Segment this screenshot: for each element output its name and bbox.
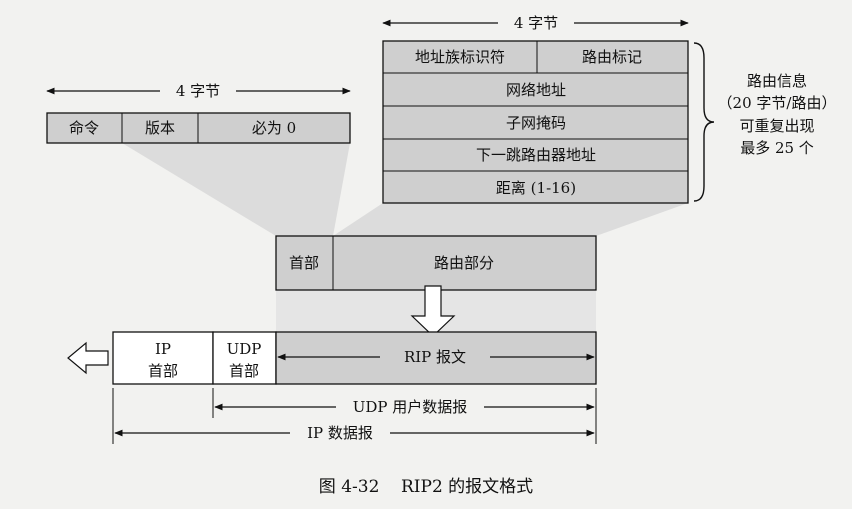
rip-message-label: RIP 报文 <box>404 348 466 366</box>
ip-datagram-block: IP 首部 UDP 首部 RIP 报文 <box>67 331 597 385</box>
span-indicators: UDP 用户数据报 IP 数据报 <box>112 388 597 444</box>
field-address-family: 地址族标识符 <box>415 48 505 66</box>
field-must-be-zero: 必为 0 <box>252 119 296 137</box>
udp-header-line-1: UDP <box>227 340 262 358</box>
field-command: 命令 <box>69 119 99 137</box>
annotation-line-4: 最多 25 个 <box>740 139 814 157</box>
ip-header-line-2: 首部 <box>148 362 178 380</box>
figure-caption: 图 4-32 RIP2 的报文格式 <box>319 477 533 497</box>
message-header-label: 首部 <box>289 254 319 272</box>
curly-brace <box>693 42 715 202</box>
annotation-line-3: 可重复出现 <box>739 117 814 135</box>
routing-entry-block: 4 字节 地址族标识符 路由标记 网络地址 子网掩码 下一跳路由器地址 距离 (… <box>382 12 837 204</box>
rip-header-block: 4 字节 命令 版本 必为 0 <box>46 80 351 144</box>
udp-header-line-2: 首部 <box>229 362 259 380</box>
field-subnet-mask: 子网掩码 <box>506 114 566 132</box>
annotation-line-2: （20 字节/路由） <box>718 94 837 112</box>
entry-width-label: 4 字节 <box>514 14 558 32</box>
header-width-label: 4 字节 <box>176 82 220 100</box>
message-routing-label: 路由部分 <box>434 254 494 272</box>
ip-span-label: IP 数据报 <box>307 424 373 442</box>
field-route-tag: 路由标记 <box>582 48 642 66</box>
field-version: 版本 <box>145 119 175 137</box>
down-arrow-icon <box>410 285 456 337</box>
ip-header-line-1: IP <box>155 340 171 358</box>
routing-funnel <box>333 203 688 236</box>
field-distance: 距离 (1-16) <box>496 179 576 197</box>
rip-message-block: 首部 路由部分 <box>275 235 597 291</box>
field-next-hop: 下一跳路由器地址 <box>476 146 596 164</box>
header-funnel <box>122 143 350 236</box>
udp-span-label: UDP 用户数据报 <box>353 398 468 416</box>
field-network-address: 网络地址 <box>506 81 566 99</box>
annotation-line-1: 路由信息 <box>747 72 807 90</box>
left-arrow-icon <box>67 341 109 375</box>
